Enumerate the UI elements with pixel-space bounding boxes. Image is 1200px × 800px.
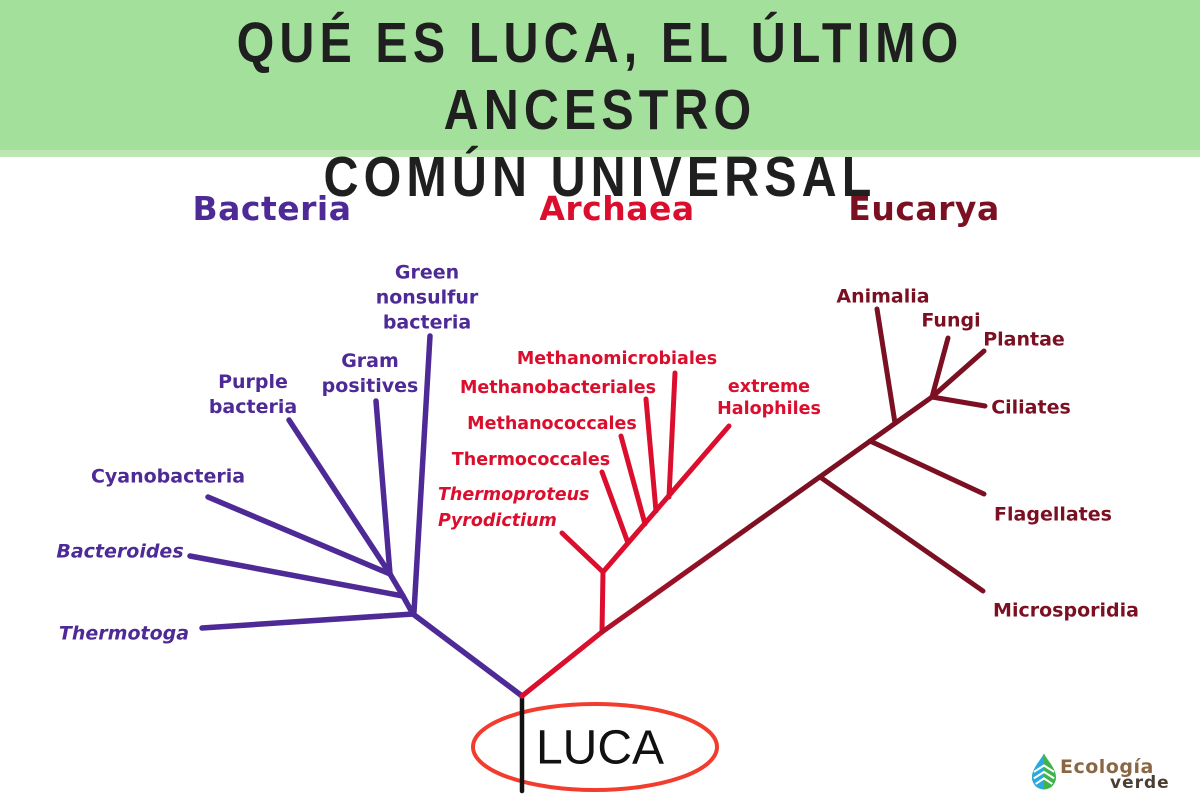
label-methanobacteriales: Methanobacteriales [459, 378, 657, 399]
label-ciliates: Ciliates [991, 396, 1071, 419]
label-microsporidia: Microsporidia [993, 599, 1139, 622]
logo-word-ecologia: Ecología [1060, 756, 1154, 778]
luca-label: LUCA [535, 721, 665, 775]
label-gram-positives: Gram positives [321, 349, 419, 397]
label-bacteroides: Bacteroides [56, 540, 184, 563]
label-extreme-halophiles: extreme Halophiles [717, 377, 821, 419]
label-purple-bacteria: Purple bacteria [208, 370, 298, 418]
luca-ellipse [471, 702, 719, 792]
header-banner [0, 0, 1200, 157]
page-title: QUÉ ES LUCA, EL ÚLTIMO ANCESTRO COMÚN UN… [90, 10, 1110, 211]
label-fungi: Fungi [921, 309, 981, 332]
label-methanomicrobiales: Methanomicrobiales [516, 349, 718, 370]
label-animalia: Animalia [836, 285, 930, 308]
ecologiaverde-logo: Ecología verde [1032, 750, 1192, 795]
label-cyanobacteria: Cyanobacteria [90, 465, 246, 488]
domain-header-bacteria: Bacteria [192, 189, 352, 229]
page-title-line2: COMÚN UNIVERSAL [323, 145, 877, 209]
label-green-nonsulfur-bacteria: Green nonsulfur bacteria [375, 261, 479, 334]
leaf-drop-icon [1032, 753, 1056, 790]
domain-header-eucarya: Eucarya [848, 189, 1000, 229]
page-title-line1: QUÉ ES LUCA, EL ÚLTIMO ANCESTRO [236, 11, 964, 142]
eucarya-branches [599, 306, 988, 635]
label-flagellates: Flagellates [994, 503, 1112, 526]
label-methanococcales: Methanococcales [467, 414, 637, 435]
header-banner-strip [0, 150, 1200, 157]
label-thermotoga: Thermotoga [58, 622, 190, 645]
domain-header-archaea: Archaea [539, 189, 695, 229]
archaea-branches [519, 370, 732, 699]
label-thermoproteus-pyrodictium: Thermoproteus Pyrodictium [438, 484, 590, 531]
logo-word-verde: verde [1110, 773, 1170, 793]
label-plantae: Plantae [983, 328, 1065, 351]
bacteria-branches [187, 333, 525, 699]
label-thermococcales: Thermococcales [451, 450, 611, 471]
